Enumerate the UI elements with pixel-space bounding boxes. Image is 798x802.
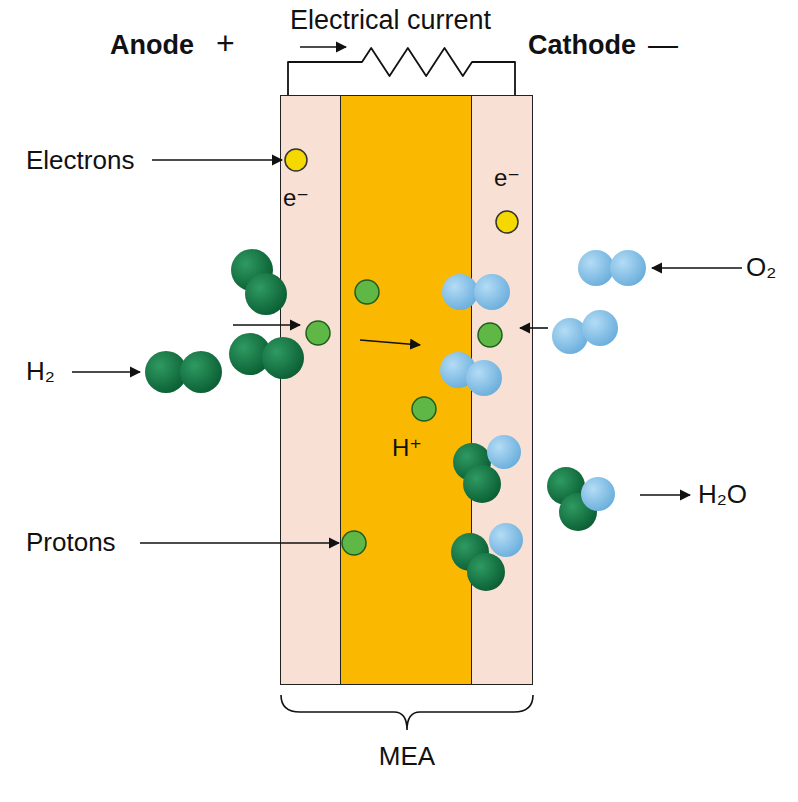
oxygen-molecules xyxy=(440,250,646,396)
proton-label: Protons xyxy=(26,528,116,557)
circuit-wire xyxy=(288,48,515,95)
electron-label: Electrons xyxy=(26,146,134,175)
mea-bracket xyxy=(281,695,533,730)
electron-label: e⁻ xyxy=(283,186,309,210)
ion-label: H⁺ xyxy=(392,436,422,460)
hydrogen-molecules xyxy=(145,249,304,393)
polarity-sign: — xyxy=(648,28,678,61)
polarity-sign: + xyxy=(216,26,235,61)
product-label: H₂O xyxy=(698,480,747,509)
assembly-label: MEA xyxy=(379,742,435,771)
electron-dots xyxy=(285,149,518,233)
current-label: Electrical current xyxy=(290,6,491,36)
fuel-label: H₂ xyxy=(26,357,55,386)
electron-label: e⁻ xyxy=(494,166,520,190)
proton-dots xyxy=(306,280,502,555)
membrane-layer: H⁺ xyxy=(340,95,472,685)
electrode-layer: e⁻ xyxy=(280,95,341,685)
cathode-label: Cathode xyxy=(528,31,636,61)
pointer-arrows xyxy=(72,47,742,543)
anode-label: Anode xyxy=(110,31,194,61)
oxidant-label: O₂ xyxy=(746,253,776,282)
water-molecules xyxy=(451,435,615,591)
